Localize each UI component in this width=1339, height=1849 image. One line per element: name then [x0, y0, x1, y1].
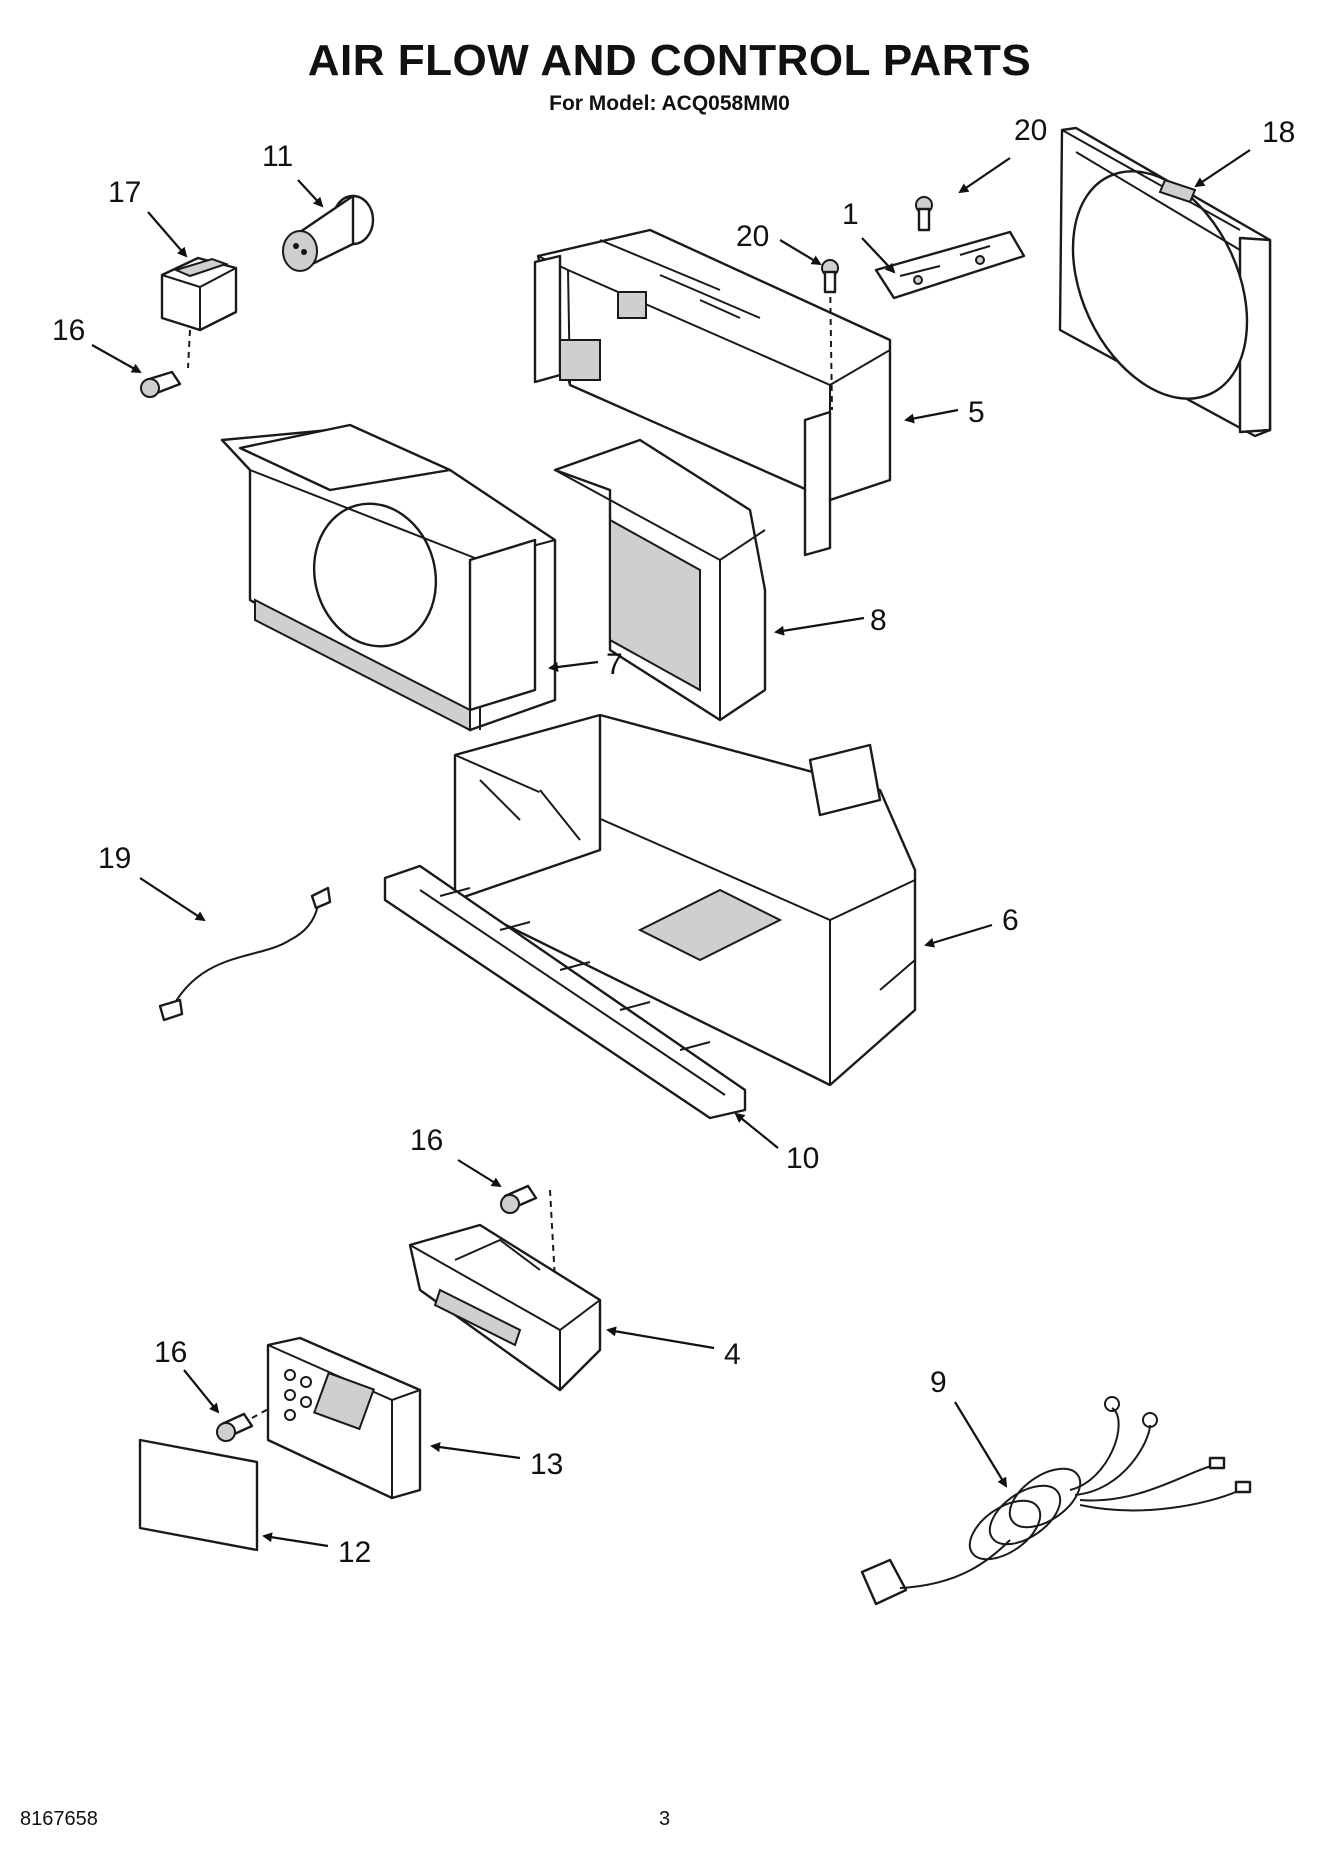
screw-part-20-right	[915, 196, 933, 232]
capacitor-part-11	[282, 194, 375, 272]
control-board-part-1	[874, 230, 1026, 300]
callout-10: 10	[786, 1142, 819, 1175]
control-panel-part-13	[266, 1336, 422, 1500]
callout-13: 13	[530, 1448, 563, 1481]
callout-5: 5	[968, 396, 985, 429]
callout-4: 4	[724, 1338, 741, 1371]
callout-19: 19	[98, 842, 131, 875]
screw-part-16-middle	[500, 1184, 556, 1281]
callout-11: 11	[262, 140, 293, 173]
control-bracket-part-4	[408, 1223, 602, 1392]
leader-lines	[91, 149, 1251, 1548]
power-cord-part-9	[860, 1396, 1252, 1606]
label-card-part-12	[138, 1438, 259, 1552]
relay-part-17	[160, 256, 238, 369]
callout-16-top: 16	[52, 314, 85, 347]
screw-part-16-top	[140, 370, 182, 398]
callout-12: 12	[338, 1536, 371, 1569]
callout-17: 17	[108, 176, 141, 209]
callout-20-left: 20	[736, 220, 769, 253]
base-pan-part-6	[453, 713, 917, 1087]
wire-jumper-part-19	[158, 886, 332, 1022]
callout-9: 9	[930, 1366, 947, 1399]
callout-16-middle: 16	[410, 1124, 443, 1157]
control-box-part-5	[533, 228, 892, 557]
page-number: 3	[659, 1808, 671, 1830]
callout-7: 7	[606, 648, 623, 681]
callout-8: 8	[870, 604, 887, 637]
model-subtitle: For Model: ACQ058MM0	[549, 92, 790, 115]
partition-part-8	[553, 438, 767, 722]
callout-16-bottom: 16	[154, 1336, 187, 1369]
callout-20-right: 20	[1014, 114, 1047, 147]
screw-part-20-left	[821, 259, 839, 294]
callout-1: 1	[842, 198, 859, 231]
callout-6: 6	[1002, 904, 1019, 937]
rail-part-10	[383, 864, 747, 1120]
callout-18: 18	[1262, 116, 1295, 149]
shroud-frame-part-18	[1058, 126, 1272, 438]
blower-housing-part-7	[220, 423, 557, 732]
page-title: AIR FLOW AND CONTROL PARTS	[307, 36, 1032, 85]
document-number: 8167658	[20, 1808, 98, 1830]
